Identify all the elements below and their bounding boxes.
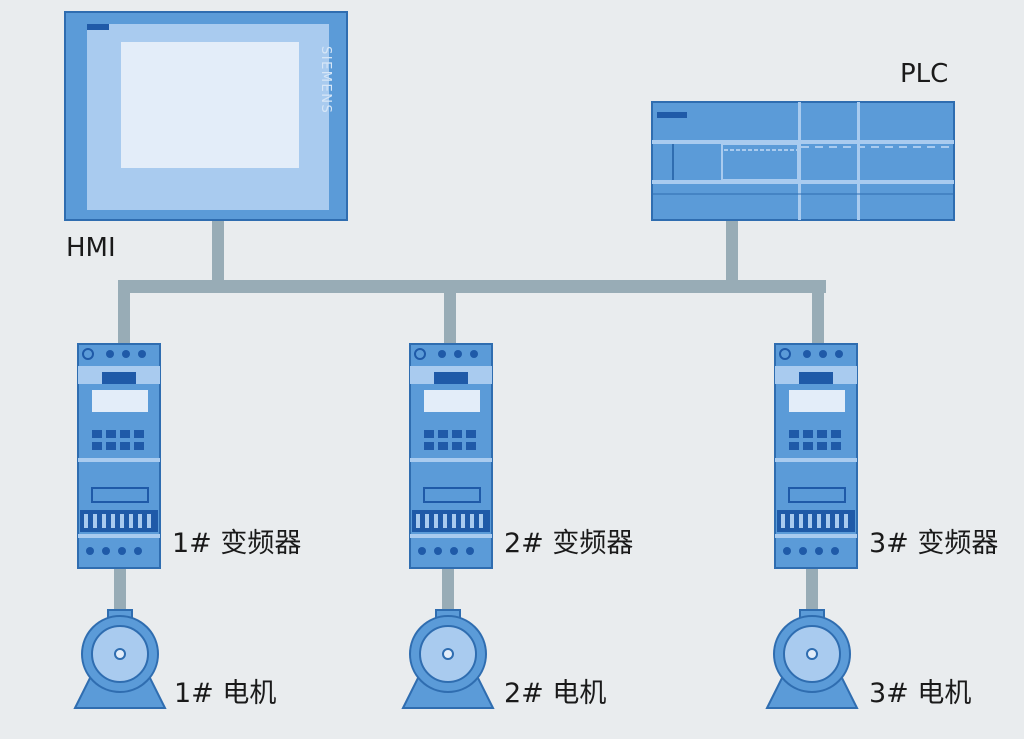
hmi-logo-mark bbox=[87, 24, 109, 30]
drive-3-terminal-bottom-3 bbox=[815, 547, 823, 555]
drive-3-keypad-icon bbox=[789, 430, 841, 450]
drive-1-keypad-icon bbox=[92, 430, 144, 450]
drive-1-terminal-bottom-1 bbox=[86, 547, 94, 555]
motor-2-label: 2# 电机 bbox=[504, 678, 606, 709]
bus-drop-drive-1 bbox=[118, 286, 130, 346]
motor-3-icon bbox=[765, 609, 859, 709]
drive-1-terminal-top-2 bbox=[122, 350, 130, 358]
drive-1-screw-icon bbox=[82, 348, 94, 360]
drive-2-terminal-top-2 bbox=[454, 350, 462, 358]
plc-terminal-block bbox=[721, 143, 799, 181]
bus-trunk bbox=[118, 280, 826, 293]
drive-3-terminal-top-1 bbox=[803, 350, 811, 358]
plc-stripe-bottom bbox=[652, 180, 954, 184]
motor-3-label: 3# 电机 bbox=[869, 678, 971, 709]
drive-2-band bbox=[410, 458, 492, 462]
drive-2-keypad-icon bbox=[424, 430, 476, 450]
drive-2-terminal-bottom-1 bbox=[418, 547, 426, 555]
drive-1-terminal-top-1 bbox=[106, 350, 114, 358]
drive-3-nameplate bbox=[788, 487, 846, 503]
plc-stripe-top bbox=[652, 140, 954, 144]
drive-3-io-block bbox=[777, 510, 855, 532]
drive-3-terminal-bottom-2 bbox=[799, 547, 807, 555]
drive-1-logo-mark bbox=[102, 372, 136, 384]
motor-3-shaft bbox=[806, 648, 818, 660]
plc-label: PLC bbox=[900, 59, 948, 89]
drive-3-label: 3# 变频器 bbox=[869, 528, 998, 559]
drive-2-terminal-top-1 bbox=[438, 350, 446, 358]
drive-1-io-block bbox=[80, 510, 158, 532]
plc-body bbox=[651, 101, 955, 221]
hmi-panel: SIEMENS bbox=[64, 11, 348, 221]
drive-2-terminal-bottom-3 bbox=[450, 547, 458, 555]
motor-2-icon bbox=[401, 609, 495, 709]
drive-3-terminal-top-3 bbox=[835, 350, 843, 358]
motor-1-shaft bbox=[114, 648, 126, 660]
drive-1-terminal-bottom-3 bbox=[118, 547, 126, 555]
drive-3-display bbox=[789, 390, 845, 412]
drive-1-terminal-bottom-4 bbox=[134, 547, 142, 555]
drive-2-band-2 bbox=[410, 534, 492, 538]
plc-unit bbox=[651, 101, 955, 221]
drive-2-nameplate bbox=[423, 487, 481, 503]
drive-3-screw-icon bbox=[779, 348, 791, 360]
motor-cable-2 bbox=[442, 566, 454, 614]
drive-2-terminal-bottom-4 bbox=[466, 547, 474, 555]
drive-1-io-slots bbox=[84, 514, 151, 528]
drive-1-nameplate bbox=[91, 487, 149, 503]
drive-3-terminal-bottom-4 bbox=[831, 547, 839, 555]
drive-1-label: 1# 变频器 bbox=[172, 528, 301, 559]
drive-3-terminal-top-2 bbox=[819, 350, 827, 358]
motor-2-shaft bbox=[442, 648, 454, 660]
drive-3-io-slots bbox=[781, 514, 848, 528]
drive-2-io-block bbox=[412, 510, 490, 532]
drive-2 bbox=[409, 343, 493, 569]
drive-1-band bbox=[78, 458, 160, 462]
network-bus bbox=[114, 220, 826, 614]
drive-1-terminal-top-3 bbox=[138, 350, 146, 358]
drive-3-terminal-bottom-1 bbox=[783, 547, 791, 555]
hmi-brand: SIEMENS bbox=[318, 46, 333, 114]
drive-1-band-2 bbox=[78, 534, 160, 538]
bus-drop-drive-3 bbox=[812, 286, 824, 346]
drive-2-screw-icon bbox=[414, 348, 426, 360]
drive-3 bbox=[774, 343, 858, 569]
hmi-screen bbox=[121, 42, 299, 168]
bus-drop-plc bbox=[726, 220, 738, 286]
drive-2-terminal-bottom-2 bbox=[434, 547, 442, 555]
drive-1-terminal-bottom-2 bbox=[102, 547, 110, 555]
motor-1-label: 1# 电机 bbox=[174, 678, 276, 709]
drive-2-io-slots bbox=[416, 514, 483, 528]
drive-2-terminal-top-3 bbox=[470, 350, 478, 358]
bus-drop-drive-2 bbox=[444, 286, 456, 346]
drive-1 bbox=[77, 343, 161, 569]
drive-3-band bbox=[775, 458, 857, 462]
motor-cable-3 bbox=[806, 566, 818, 614]
motor-cable-1 bbox=[114, 566, 126, 614]
drive-3-band-2 bbox=[775, 534, 857, 538]
hmi-label: HMI bbox=[66, 233, 116, 263]
plc-divider-2 bbox=[857, 102, 860, 220]
plc-divider-3 bbox=[672, 144, 674, 180]
drive-3-logo-mark bbox=[799, 372, 833, 384]
motor-1-icon bbox=[73, 609, 167, 709]
bus-drop-hmi bbox=[212, 220, 224, 286]
plc-logo-mark bbox=[657, 112, 687, 118]
drive-2-logo-mark bbox=[434, 372, 468, 384]
plc-divider-1 bbox=[798, 102, 801, 220]
drive-1-display bbox=[92, 390, 148, 412]
drive-2-label: 2# 变频器 bbox=[504, 528, 633, 559]
drive-2-display bbox=[424, 390, 480, 412]
